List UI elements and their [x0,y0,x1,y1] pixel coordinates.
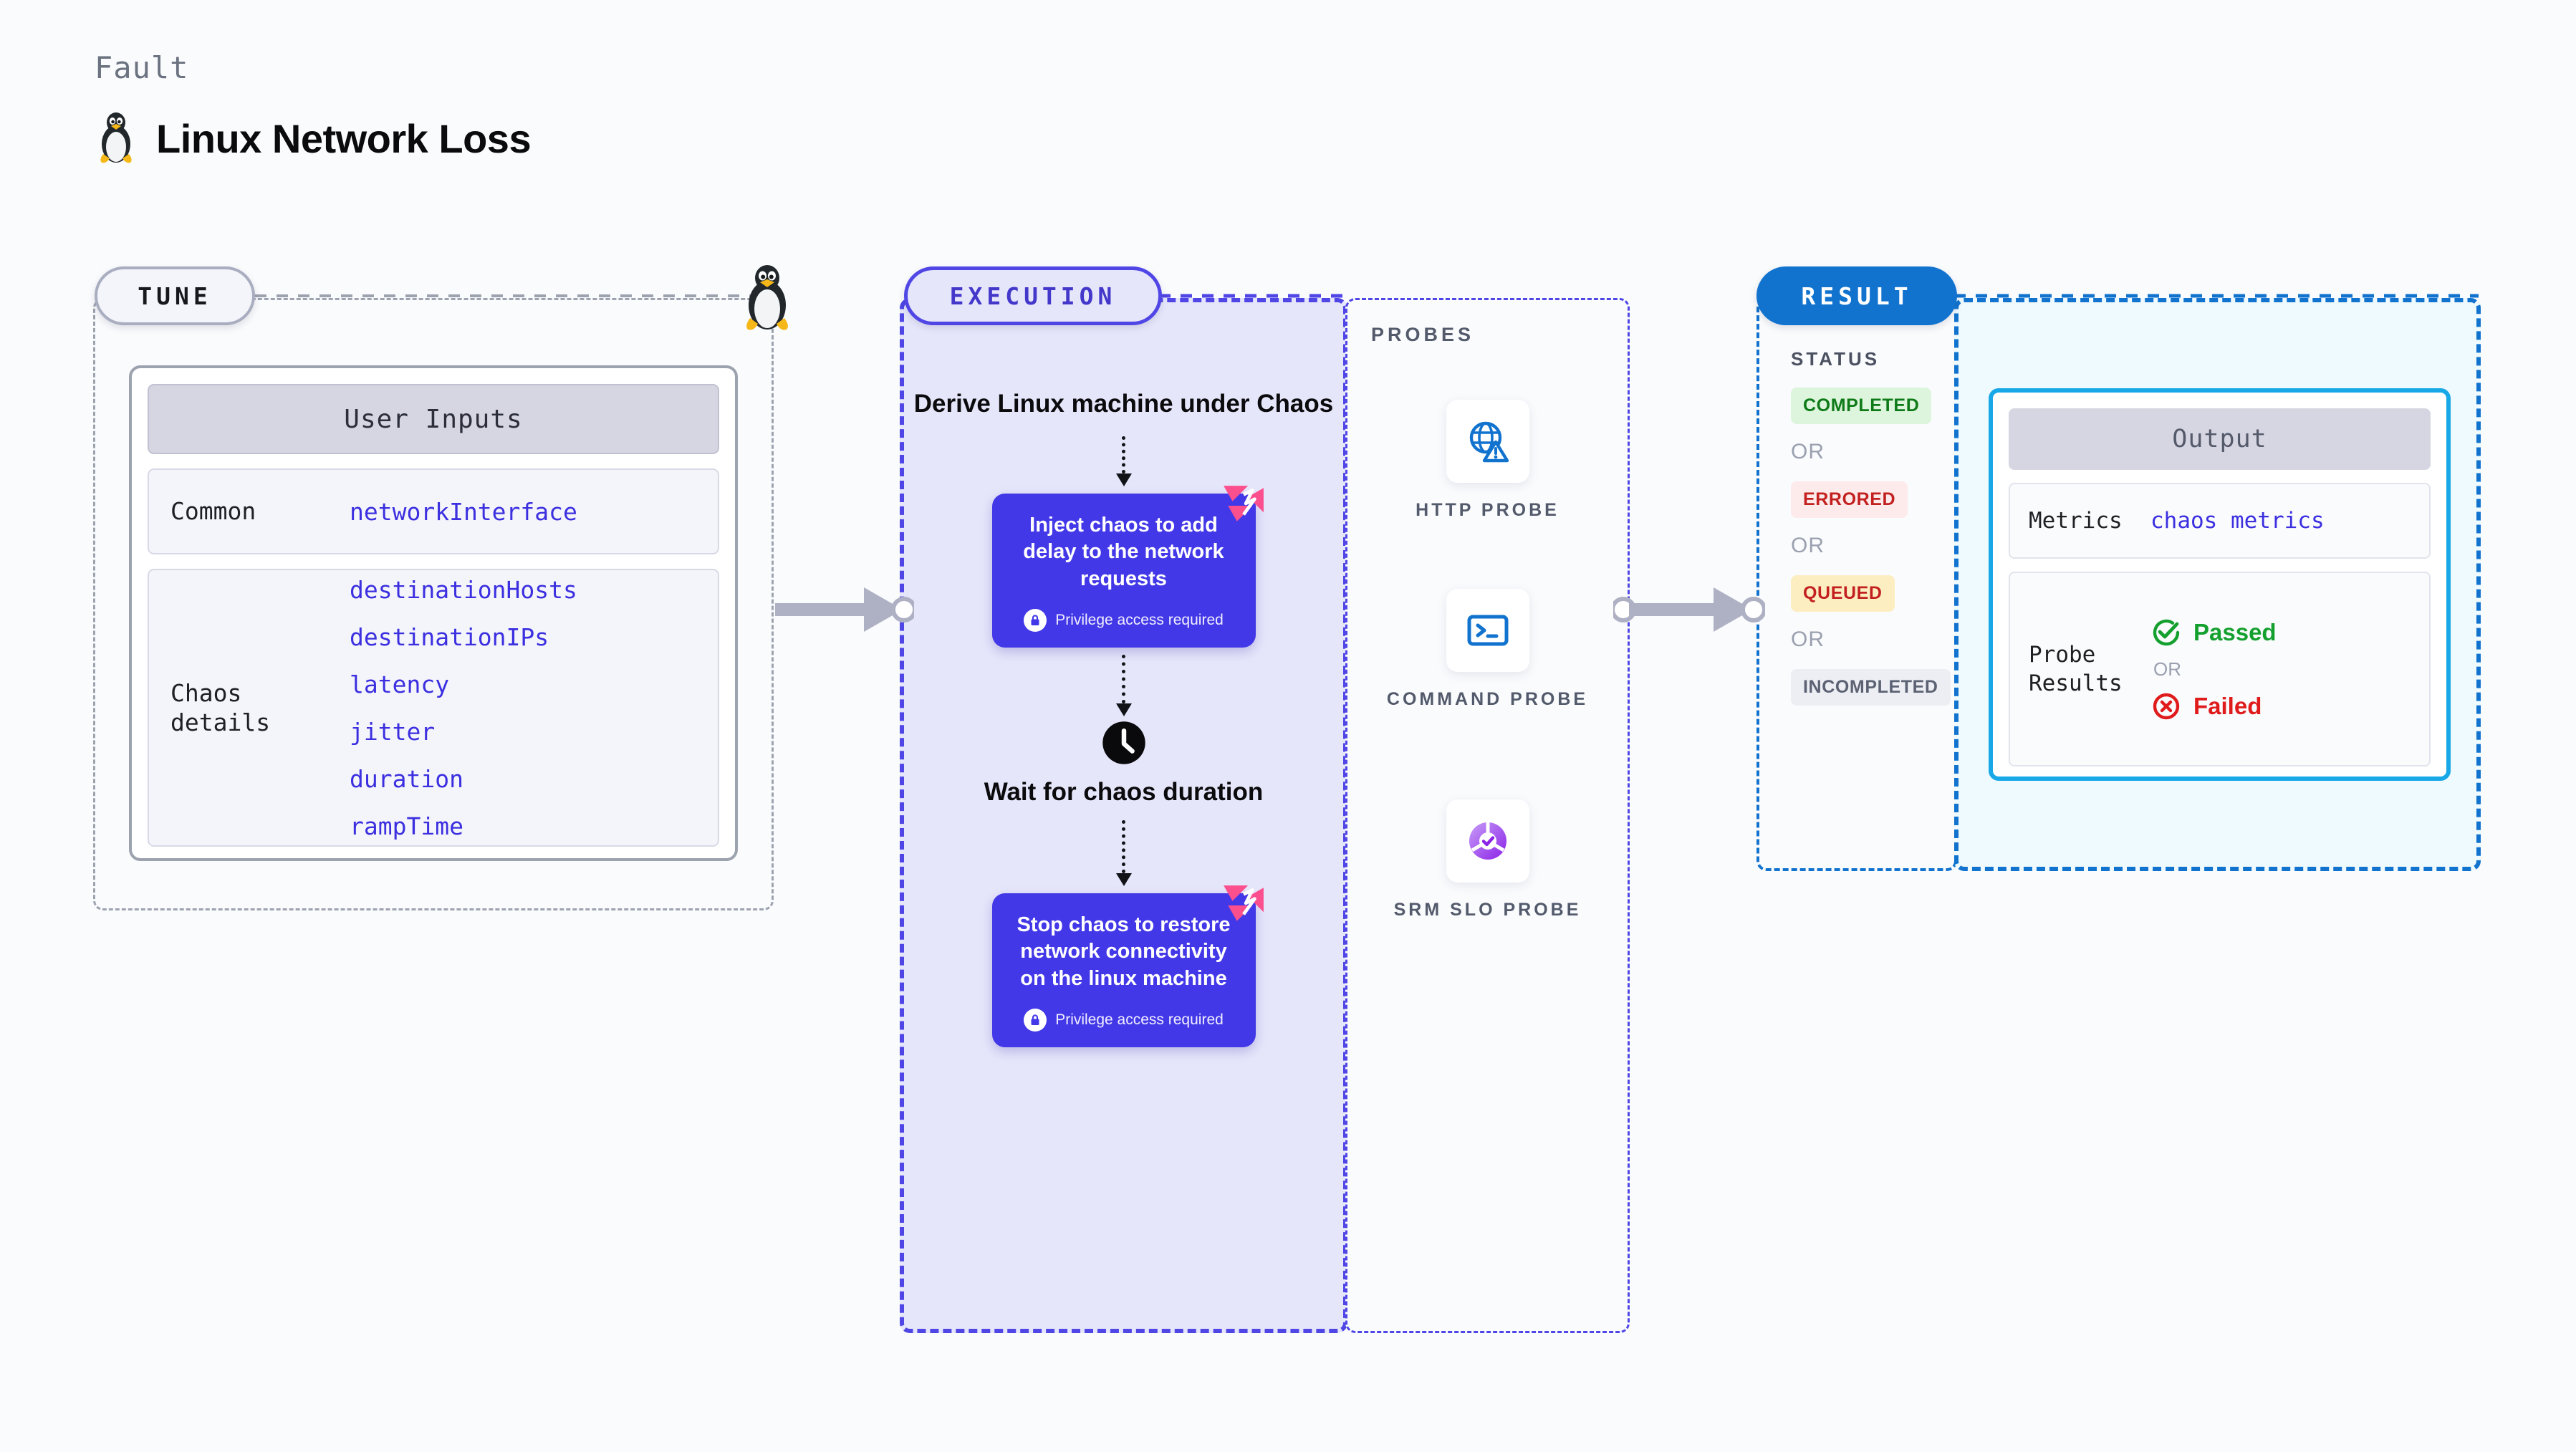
execution-panel [900,298,1347,1333]
tune-panel [93,298,774,910]
tux-penguin-icon [100,112,132,163]
probe-item-command[interactable]: COMMAND PROBE [1345,589,1630,712]
privilege-note-text: Privilege access required [1055,611,1224,628]
output-row-metrics: Metrics chaos metrics [2009,483,2431,559]
param-latency[interactable]: latency [350,670,450,698]
execution-to-result-arrow [1613,587,1765,632]
result-dashed-connector [1954,294,2479,298]
user-inputs-header: User Inputs [148,384,719,454]
or-separator: OR [2153,658,2181,680]
metrics-value[interactable]: chaos metrics [2150,508,2325,534]
tune-row-values: networkInterface [350,498,577,526]
execution-pill-label: EXECUTION [904,266,1162,325]
globe-warning-icon [1446,400,1529,483]
param-ramptime[interactable]: rampTime [350,812,463,840]
lock-icon [1024,1008,1047,1032]
terminal-icon [1446,589,1529,672]
probe-item-http[interactable]: HTTP PROBE [1345,400,1630,523]
step-title: Inject chaos to add delay to the network… [1023,513,1224,591]
tune-row-chaos-details: Chaos details destinationHosts destinati… [148,569,719,847]
tune-to-execution-arrow [775,587,914,632]
probe-caption: COMMAND PROBE [1386,689,1589,709]
output-header: Output [2009,408,2431,470]
or-separator: OR [1791,534,1825,557]
output-row-probe-results: Probe Results Passed OR Failed [2009,572,2431,766]
status-badge-incompleted: INCOMPLETED [1791,669,1951,706]
lock-icon [1024,608,1047,632]
probe-caption: HTTP PROBE [1416,500,1559,520]
output-card: Output Metrics chaos metrics Probe Resul… [1989,388,2451,781]
srm-slo-icon [1446,799,1529,883]
page-title-row: Linux Network Loss [95,112,532,164]
tux-penguin-icon [746,265,788,330]
page-eyebrow: Fault [95,50,189,85]
verdict-failed: Failed [2150,691,2277,722]
probe-results-label: Probe Results [2029,641,2123,696]
harness-logo-icon [1223,485,1264,521]
execution-step-inject-chaos[interactable]: Inject chaos to add delay to the network… [991,485,1264,648]
tune-row-label: Common [170,497,256,526]
param-networkinterface[interactable]: networkInterface [350,497,577,526]
or-separator: OR [1791,628,1825,651]
status-label: STATUS [1791,348,1880,370]
param-jitter[interactable]: jitter [350,717,436,746]
page-header: Fault Linux Network Loss [95,50,532,164]
result-content: STATUS COMPLETED OR ERRORED OR QUEUED OR… [1756,298,1957,871]
privilege-note: Privilege access required [1011,608,1237,632]
verdict-passed: Passed [2150,617,2277,648]
failed-label: Failed [2193,692,2262,719]
harness-logo-icon [1223,885,1264,921]
result-pill-label: RESULT [1756,266,1957,325]
param-destinationhosts[interactable]: destinationHosts [350,575,577,604]
tune-row-values: destinationHosts destinationIPs latency … [350,576,577,840]
status-badge-completed: COMPLETED [1791,388,1932,424]
privilege-note: Privilege access required [1011,1008,1237,1032]
or-separator: OR [1791,440,1825,463]
execution-step-stop-chaos[interactable]: Stop chaos to restore network connectivi… [991,885,1264,1047]
privilege-note-text: Privilege access required [1055,1011,1224,1028]
metrics-label: Metrics [2029,507,2123,534]
probes-label: PROBES [1371,324,1475,345]
param-destinationips[interactable]: destinationIPs [350,622,549,651]
step-title: Stop chaos to restore network connectivi… [1017,913,1231,991]
tune-dashed-connector [255,294,756,297]
tune-row-common: Common networkInterface [148,468,719,554]
status-badge-queued: QUEUED [1791,575,1895,612]
page-title: Linux Network Loss [156,115,532,161]
check-circle-icon [2153,619,2180,645]
status-badge-errored: ERRORED [1791,481,1908,518]
passed-label: Passed [2193,618,2277,645]
probe-verdicts: Passed OR Failed [2150,617,2277,722]
x-circle-icon [2153,693,2180,719]
execution-dashed-connector [1159,294,1347,298]
probe-item-srm-slo[interactable]: SRM SLO PROBE [1345,799,1630,923]
tune-row-label: Chaos details [170,678,271,736]
probes-content: PROBES HTTP PROBE COMMAND PROBE [1345,298,1630,1333]
probe-caption: SRM SLO PROBE [1393,900,1582,920]
tune-pill-label: TUNE [95,266,255,325]
user-inputs-card: User Inputs Common networkInterface Chao… [129,365,738,861]
param-duration[interactable]: duration [350,764,463,793]
